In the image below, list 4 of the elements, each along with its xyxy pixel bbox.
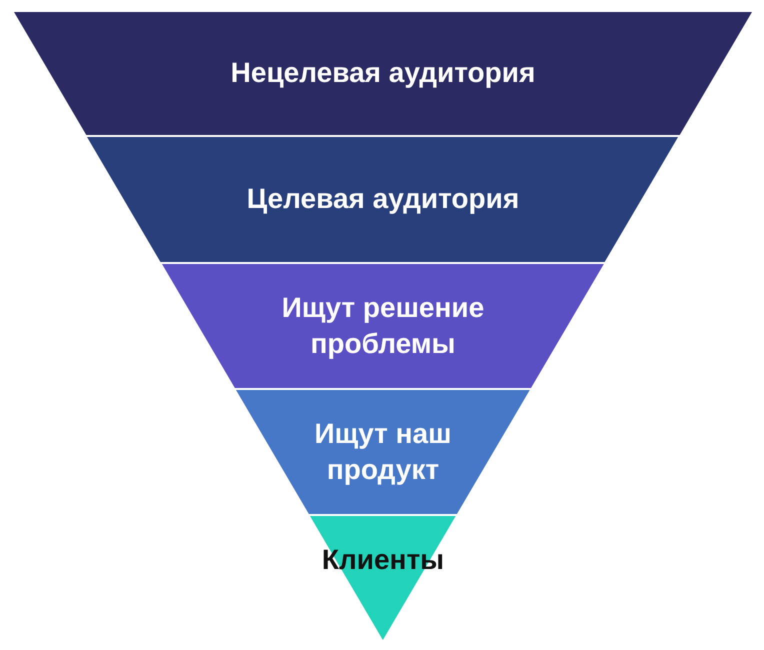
band-label: Ищут наш продукт <box>313 416 452 487</box>
band-label: Нецелевая аудитория <box>230 56 536 90</box>
band-label: Ищут решение проблемы <box>280 290 486 361</box>
band-label: Целевая аудитория <box>246 182 520 216</box>
